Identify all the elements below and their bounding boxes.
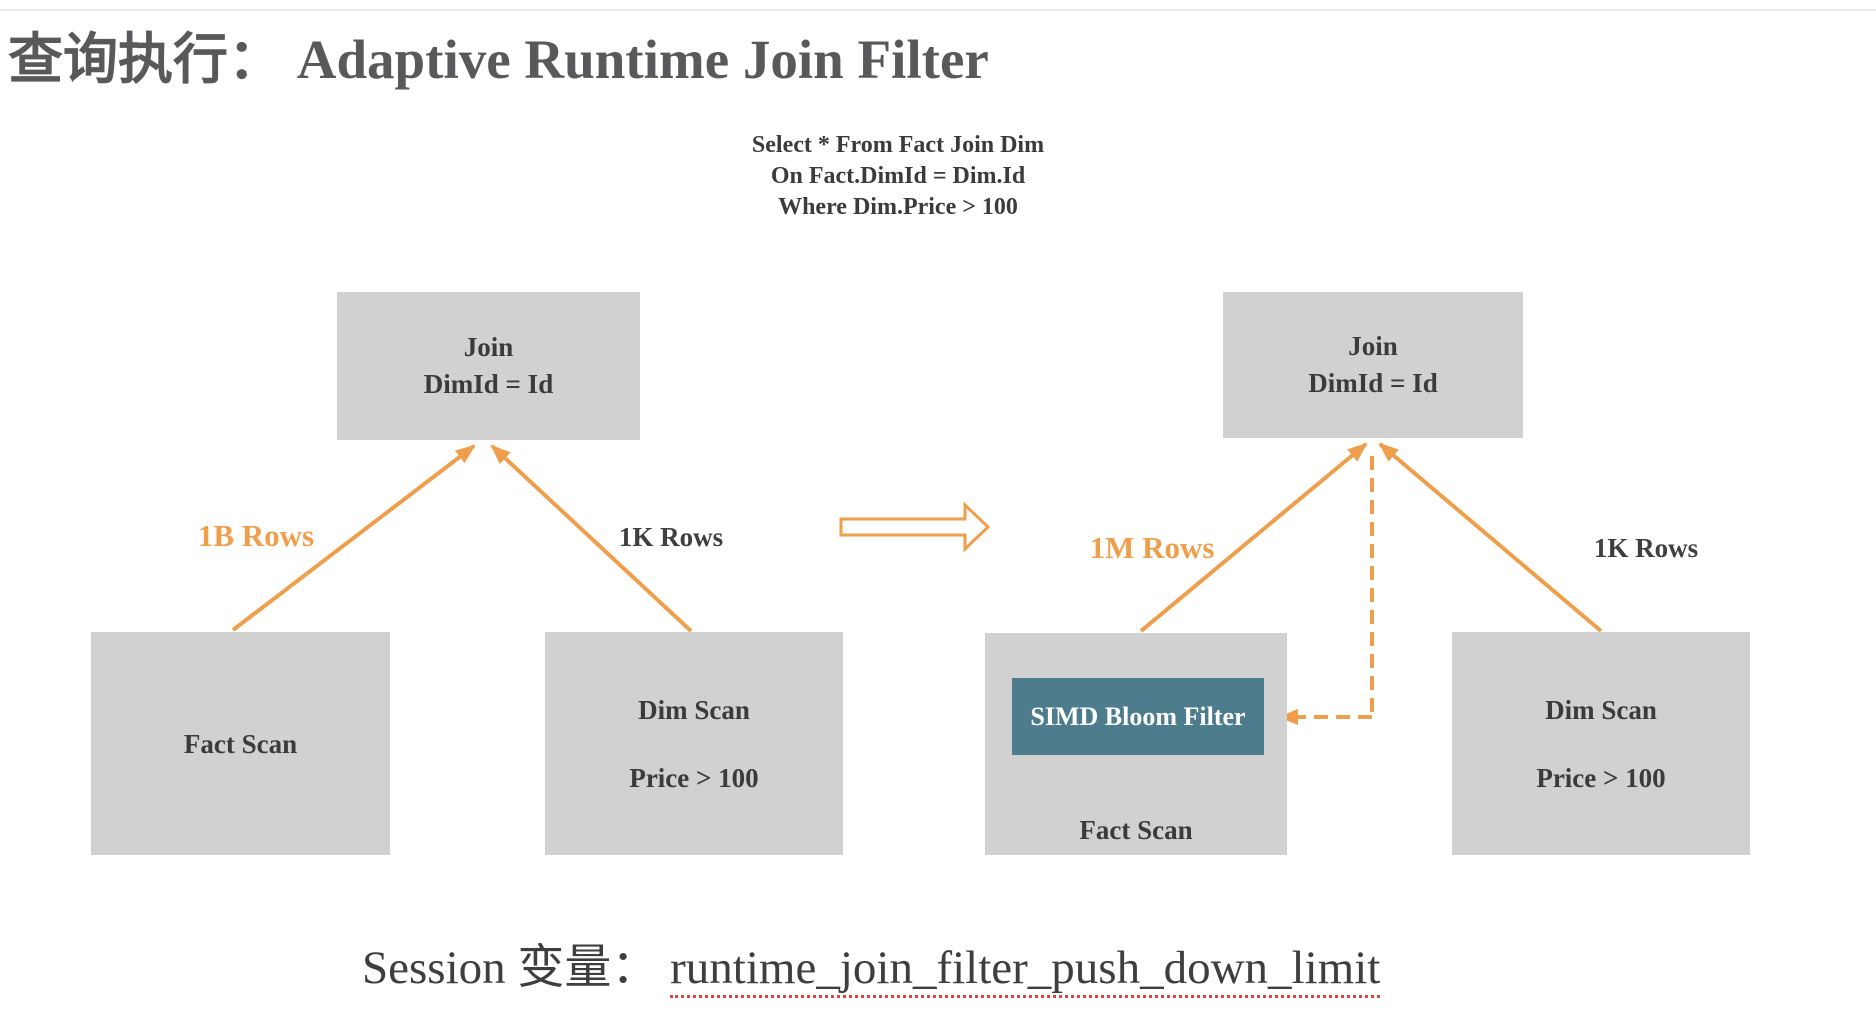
left-fact-edge-label: 1B Rows [197, 518, 315, 553]
left-join-title: Join [463, 332, 514, 362]
right-dim-scan-label: Dim Scan [1545, 694, 1657, 725]
right-fact-scan-label: Fact Scan [1079, 815, 1193, 845]
left-dim-scan-node: Dim Scan Price > 100 [545, 632, 843, 855]
right-join-title: Join [1348, 331, 1398, 361]
left-join-node: Join DimId = Id [337, 292, 640, 440]
session-variable-prefix: Session 变量： [362, 942, 671, 994]
right-dim-scan-node: Dim Scan Price > 100 [1452, 632, 1750, 855]
left-dim-edge-label: 1K Rows [618, 522, 724, 552]
slide-top-border [0, 9, 1876, 11]
left-join-condition: DimId = Id [423, 369, 554, 399]
sql-query-text: Select * From Fact Join Dim On Fact.DimI… [698, 130, 1098, 223]
right-join-node: Join DimId = Id [1223, 292, 1523, 438]
session-variable-note: Session 变量： runtime_join_filter_push_dow… [362, 928, 1381, 998]
sql-line-where: Where Dim.Price > 100 [778, 194, 1018, 220]
transform-arrow-icon [839, 501, 991, 553]
left-dim-scan-predicate: Price > 100 [629, 762, 759, 793]
simd-bloom-filter-label: SIMD Bloom Filter [1030, 701, 1246, 731]
right-join-condition: DimId = Id [1308, 368, 1438, 398]
sql-line-select: Select * From Fact Join Dim [751, 132, 1045, 158]
right-fact-edge-label: 1M Rows [1089, 530, 1215, 565]
sql-line-on: On Fact.DimId = Dim.Id [770, 163, 1026, 189]
left-fact-scan-label: Fact Scan [183, 728, 298, 759]
page-title: 查询执行： Adaptive Runtime Join Filter [8, 29, 989, 90]
right-dim-scan-predicate: Price > 100 [1536, 762, 1666, 793]
right-dim-edge-label: 1K Rows [1593, 533, 1699, 563]
left-dim-scan-label: Dim Scan [638, 694, 750, 725]
left-fact-scan-node: Fact Scan [91, 632, 390, 855]
simd-bloom-filter-node: SIMD Bloom Filter [1012, 678, 1264, 755]
session-variable-name: runtime_join_filter_push_down_limit [670, 941, 1381, 998]
